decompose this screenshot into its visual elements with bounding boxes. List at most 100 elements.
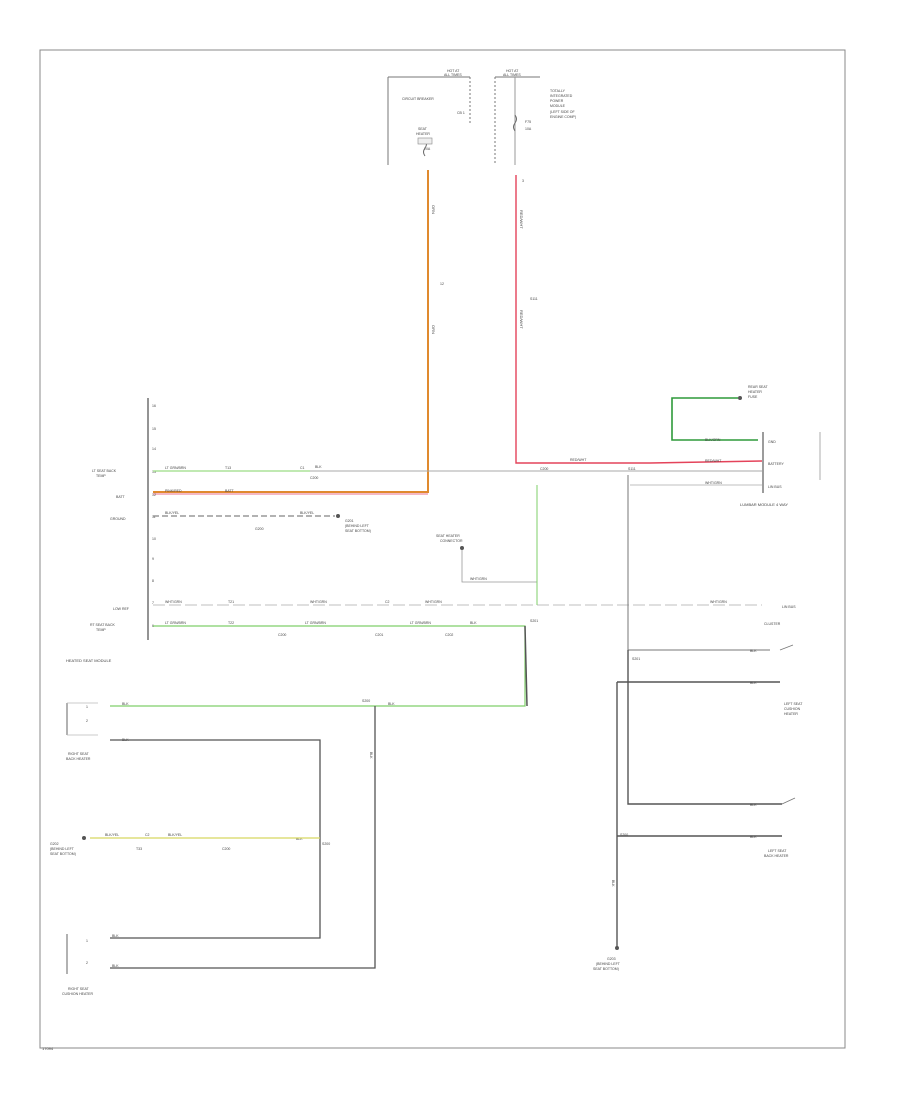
wire-center-drop bbox=[461, 550, 537, 583]
svg-text:LT GRN/BRN: LT GRN/BRN bbox=[410, 621, 431, 625]
svg-text:ALL TIMES: ALL TIMES bbox=[503, 73, 521, 77]
svg-text:RIGHT SEAT: RIGHT SEAT bbox=[68, 752, 90, 756]
fuse-symbol-right bbox=[513, 114, 517, 132]
svg-text:G202: G202 bbox=[50, 842, 59, 846]
wire-label-center: WHT/GRN bbox=[470, 577, 487, 581]
svg-text:LOW REF: LOW REF bbox=[113, 607, 129, 611]
svg-text:WHT/GRN: WHT/GRN bbox=[425, 600, 442, 604]
wire-label-orange-3: 12 bbox=[440, 282, 444, 286]
svg-text:LIN BUS: LIN BUS bbox=[768, 485, 782, 489]
svg-text:G201: G201 bbox=[345, 519, 354, 523]
svg-text:REAR SEAT: REAR SEAT bbox=[748, 385, 768, 389]
svg-text:11: 11 bbox=[152, 515, 156, 519]
wire-right-back-black-vert bbox=[110, 706, 376, 969]
svg-text:LEFT SEAT: LEFT SEAT bbox=[784, 702, 803, 706]
svg-text:BLK: BLK bbox=[112, 964, 119, 968]
ground-dot-left-lower bbox=[82, 836, 86, 840]
svg-text:CB 1: CB 1 bbox=[457, 111, 465, 115]
svg-text:8: 8 bbox=[152, 579, 154, 583]
lumbar-ground-dot bbox=[738, 396, 742, 400]
wire-label-pin13: LT GRN/BRN bbox=[165, 466, 186, 470]
svg-text:SEAT BOTTOM): SEAT BOTTOM) bbox=[50, 852, 76, 856]
svg-text:S200: S200 bbox=[362, 699, 370, 703]
svg-text:G203: G203 bbox=[607, 957, 616, 961]
svg-text:SEAT HEATER: SEAT HEATER bbox=[436, 534, 460, 538]
svg-text:WHT/GRN: WHT/GRN bbox=[705, 481, 722, 485]
svg-text:C202: C202 bbox=[445, 633, 453, 637]
wire-label-red-2: RED/WHT bbox=[519, 310, 524, 329]
wire-red-riser bbox=[515, 175, 650, 464]
svg-text:BLK/GRN: BLK/GRN bbox=[705, 438, 721, 442]
svg-text:BATTERY: BATTERY bbox=[768, 462, 784, 466]
svg-text:15: 15 bbox=[152, 427, 156, 431]
svg-text:GND: GND bbox=[768, 440, 776, 444]
svg-text:(BEHIND LEFT: (BEHIND LEFT bbox=[345, 524, 370, 528]
svg-text:SEAT BOTTOM): SEAT BOTTOM) bbox=[345, 529, 371, 533]
svg-text:ENGINE COMP): ENGINE COMP) bbox=[550, 115, 576, 119]
svg-text:BLK: BLK bbox=[122, 702, 129, 706]
svg-text:10A: 10A bbox=[525, 127, 532, 131]
lumbar-pin-labels: GND BATTERY LIN BUS bbox=[768, 440, 784, 489]
svg-text:2: 2 bbox=[86, 719, 88, 723]
svg-text:RED/WHT: RED/WHT bbox=[705, 459, 722, 463]
svg-text:T22: T22 bbox=[228, 621, 234, 625]
svg-text:7: 7 bbox=[152, 601, 154, 605]
lumbar-module-label: LUMBAR MODULE 4 WAY bbox=[740, 502, 788, 507]
svg-text:(BEHIND LEFT: (BEHIND LEFT bbox=[50, 847, 75, 851]
svg-text:POWER: POWER bbox=[550, 99, 564, 103]
wire-dark-green-loop bbox=[671, 397, 758, 441]
svg-text:BLK/YEL: BLK/YEL bbox=[105, 833, 119, 837]
wire-orange-riser bbox=[153, 170, 429, 493]
svg-text:S200: S200 bbox=[620, 833, 628, 837]
footer-id: 17094 bbox=[42, 1046, 54, 1051]
svg-text:16: 16 bbox=[152, 404, 156, 408]
wire-black-right-mid bbox=[627, 650, 782, 805]
svg-text:S200: S200 bbox=[322, 842, 330, 846]
svg-text:C200: C200 bbox=[278, 633, 286, 637]
svg-text:BLK/YEL: BLK/YEL bbox=[168, 833, 182, 837]
svg-text:C200: C200 bbox=[222, 847, 230, 851]
svg-text:BLK: BLK bbox=[750, 835, 757, 839]
svg-text:9: 9 bbox=[152, 557, 154, 561]
svg-text:WHT/GRN: WHT/GRN bbox=[310, 600, 327, 604]
wire-label-green-vert: S201 bbox=[530, 619, 538, 623]
svg-text:BLK: BLK bbox=[388, 702, 395, 706]
svg-text:2: 2 bbox=[86, 961, 88, 965]
ground-dot-g201 bbox=[336, 514, 340, 518]
wire-label-orange-1: ORN bbox=[431, 205, 436, 214]
svg-text:F75: F75 bbox=[525, 120, 531, 124]
svg-text:BLK: BLK bbox=[750, 681, 757, 685]
svg-text:20A: 20A bbox=[424, 147, 431, 151]
wire-label-pin12: PINK/RED bbox=[165, 489, 182, 493]
svg-text:GROUND: GROUND bbox=[110, 517, 126, 521]
wire-label-red-1: RED/WHT bbox=[519, 210, 524, 229]
svg-text:CUSHION HEATER: CUSHION HEATER bbox=[62, 992, 94, 996]
svg-text:LT SEAT BACK: LT SEAT BACK bbox=[92, 469, 117, 473]
svg-text:BLK: BLK bbox=[611, 880, 615, 887]
svg-text:BLK: BLK bbox=[296, 837, 303, 841]
svg-text:RT SEAT BACK: RT SEAT BACK bbox=[90, 623, 115, 627]
svg-text:BLK: BLK bbox=[750, 649, 757, 653]
svg-text:C2: C2 bbox=[145, 833, 150, 837]
wire-label-pin11: BLK/YEL bbox=[165, 511, 179, 515]
wire-label-pin11c: BLK/YEL bbox=[300, 511, 314, 515]
wire-label-orange-2: ORN bbox=[431, 325, 436, 334]
wire-label-red-3: 3 bbox=[522, 179, 524, 183]
svg-text:C201: C201 bbox=[375, 633, 383, 637]
svg-text:CIRCUIT BREAKER: CIRCUIT BREAKER bbox=[402, 97, 434, 101]
svg-text:TEMP: TEMP bbox=[96, 628, 106, 632]
svg-text:10: 10 bbox=[152, 537, 156, 541]
svg-text:HEATER: HEATER bbox=[784, 712, 798, 716]
svg-text:BACK HEATER: BACK HEATER bbox=[66, 757, 91, 761]
ground-dot-right bbox=[615, 946, 619, 950]
right-seat-back-heater-bracket bbox=[67, 702, 98, 736]
right-heater-switch-1 bbox=[779, 644, 794, 651]
svg-text:T21: T21 bbox=[228, 600, 234, 604]
wire-label-pin13d: BLK bbox=[315, 465, 322, 469]
